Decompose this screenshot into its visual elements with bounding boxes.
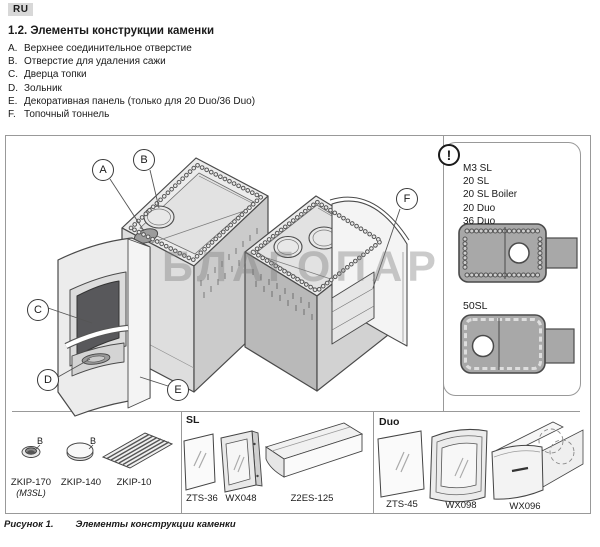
legend-text: Топочный тоннель (24, 109, 110, 121)
decorative-panel-illustration (57, 237, 151, 417)
caption-label: Рисунок 1. (4, 519, 54, 530)
callout-leader-lines (47, 169, 401, 387)
callout-f: F (396, 188, 418, 210)
model-item: 20 SL (463, 176, 490, 188)
part-zts36-drawing (183, 433, 216, 491)
legend-key: C. (8, 69, 18, 81)
legend-key: A. (8, 43, 18, 54)
stove-left-illustration (121, 157, 269, 393)
caption-text: Элементы конструкции каменки (75, 519, 236, 530)
part-label-wx048: WX048 (225, 493, 257, 504)
stove-right-illustration (244, 195, 410, 392)
part-label-zkip140: ZKIP-140 (60, 477, 102, 488)
callout-c: C (27, 299, 49, 321)
legend-key: F. (8, 109, 16, 121)
legend-key: B. (8, 56, 18, 68)
legend-key: D. (8, 82, 18, 94)
part-z2es125-drawing (264, 422, 364, 478)
part-label-z2es125: Z2ES-125 (290, 493, 334, 504)
figure-border (5, 135, 591, 514)
legend-item-e: E. Декоративная панель (только для 20 Duo… (8, 95, 255, 108)
part-wx048-drawing (220, 430, 263, 493)
legend-text: Декоративная панель (только для 20 Duo/3… (24, 95, 256, 107)
callout-a: A (92, 159, 114, 181)
legend-text: Дверца топки (24, 69, 87, 81)
topview-diagram-50sl (460, 314, 575, 374)
model-list: M3 SL 20 SL 20 SL Boiler 20 Duo 36 Duo (463, 162, 517, 228)
door-handle (65, 325, 129, 348)
callout-d: D (37, 369, 59, 391)
legend-item-f: F. Топочный тоннель (8, 108, 255, 121)
section-heading: 1.2. Элементы конструкции каменки (8, 25, 215, 37)
model-item: M3 SL (463, 163, 492, 174)
part-label-zkip170: ZKIP-170 (10, 477, 52, 488)
callout-b: B (133, 149, 155, 171)
part-zkip170-drawing (21, 444, 41, 458)
legend-text: Зольник (24, 82, 62, 94)
legend-item-d: D. Зольник (8, 82, 255, 95)
legend-text: Отверстие для удаления сажи (24, 56, 166, 68)
section-title-sl: SL (186, 414, 200, 426)
legend-key: E. (8, 95, 18, 107)
legend-text: Верхнее соединительное отверстие (24, 43, 192, 54)
part-label-zts36: ZTS-36 (186, 493, 218, 504)
part-wx096-drawing (491, 421, 584, 500)
model-item: 20 Duo (463, 202, 496, 214)
figure-caption: Рисунок 1. Элементы конструкции каменки (4, 519, 236, 530)
part-label-wx096: WX096 (509, 501, 541, 512)
firebox-tunnel (331, 271, 375, 345)
b-tag-1: B (37, 436, 44, 446)
legend-item-b: B. Отверстие для удаления сажи (8, 55, 255, 68)
part-zkip140-drawing (66, 442, 94, 461)
b-tag-2: B (90, 436, 97, 446)
model-item: 36 Duo (463, 215, 496, 227)
part-sublabel-m3sl: (M3SL) (16, 488, 46, 498)
parts-legend: A. Верхнее соединительное отверстие B. Отв… (8, 42, 255, 121)
part-wx098-drawing (429, 429, 488, 503)
section-title-duo: Duo (379, 416, 400, 428)
callout-e: E (167, 379, 189, 401)
exclamation-icon: ! (438, 144, 460, 166)
part-label-zts45: ZTS-45 (386, 499, 418, 510)
part-label-zkip10: ZKIP-10 (116, 477, 152, 488)
language-badge: RU (8, 3, 34, 16)
model-item: 20 SL Boiler (463, 189, 518, 201)
part-label-wx098: WX098 (445, 500, 477, 511)
model-50sl-label: 50SL (463, 300, 488, 312)
topview-diagram-sl-duo (458, 223, 578, 283)
legend-item-a: A. Верхнее соединительное отверстие (8, 42, 255, 55)
legend-item-c: C. Дверца топки (8, 68, 255, 81)
part-zts45-drawing (377, 430, 425, 498)
part-zkip10-drawing (101, 432, 174, 469)
